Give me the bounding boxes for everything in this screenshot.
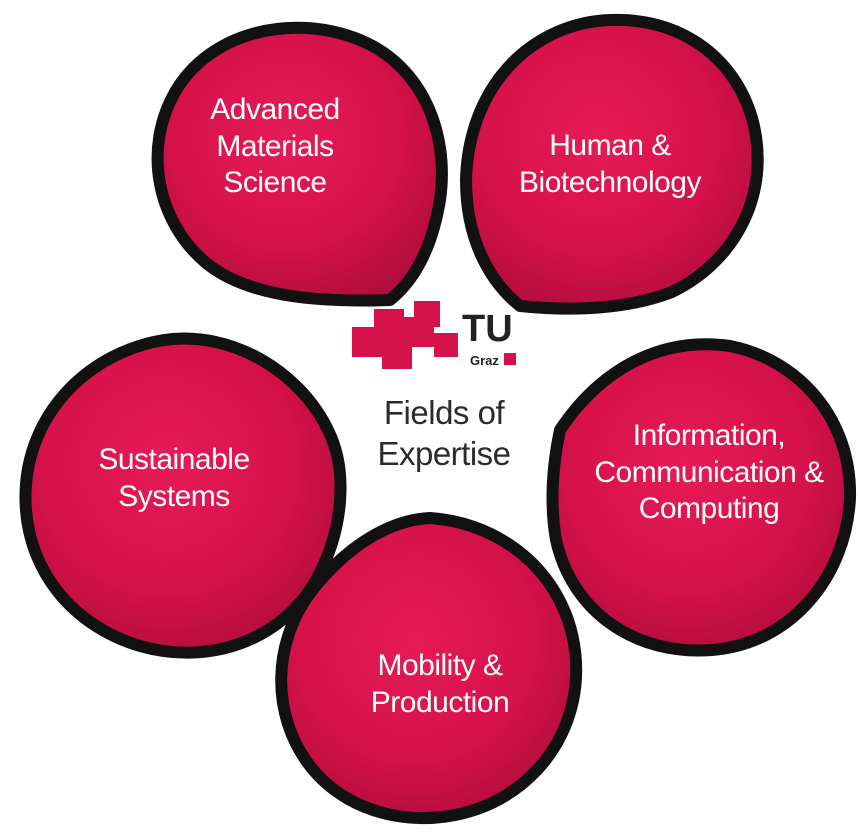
petal-mobility-production[interactable]	[275, 512, 583, 824]
field-line: Science	[223, 166, 327, 200]
petal-information-communication[interactable]	[546, 338, 857, 657]
field-label-information-communication[interactable]: Information, Communication & Computing	[578, 418, 840, 528]
field-line: Systems	[118, 479, 230, 513]
field-line: Biotechnology	[519, 165, 701, 199]
tu-graz-logo: TU Graz	[352, 299, 542, 376]
center-title-line-2: Expertise	[377, 435, 511, 473]
field-label-human-biotech[interactable]: Human & Biotechnology	[490, 128, 730, 201]
field-label-sustainable-systems[interactable]: Sustainable Systems	[64, 442, 284, 515]
field-line: Materials	[216, 129, 334, 163]
petal-human-biotech[interactable]	[460, 13, 764, 315]
field-line: Human &	[549, 129, 671, 162]
field-line: Mobility &	[377, 649, 503, 682]
petal-advanced-materials[interactable]	[151, 21, 448, 307]
center-title: Fields of Expertise	[334, 392, 554, 475]
field-label-mobility-production[interactable]: Mobility & Production	[330, 648, 550, 721]
tu-graz-logo-icon: TU Graz	[352, 301, 516, 369]
field-label-advanced-materials[interactable]: Advanced Materials Science	[170, 92, 380, 202]
field-line: Sustainable	[98, 443, 250, 476]
field-line: Information,	[632, 419, 786, 452]
field-line: Computing	[638, 492, 780, 526]
field-line: Communication &	[594, 455, 824, 489]
center-title-line-1: Fields of	[383, 394, 505, 431]
svg-text:Graz: Graz	[470, 353, 499, 368]
svg-text:TU: TU	[462, 308, 513, 350]
field-line: Production	[370, 685, 510, 719]
field-line: Advanced	[210, 93, 340, 126]
